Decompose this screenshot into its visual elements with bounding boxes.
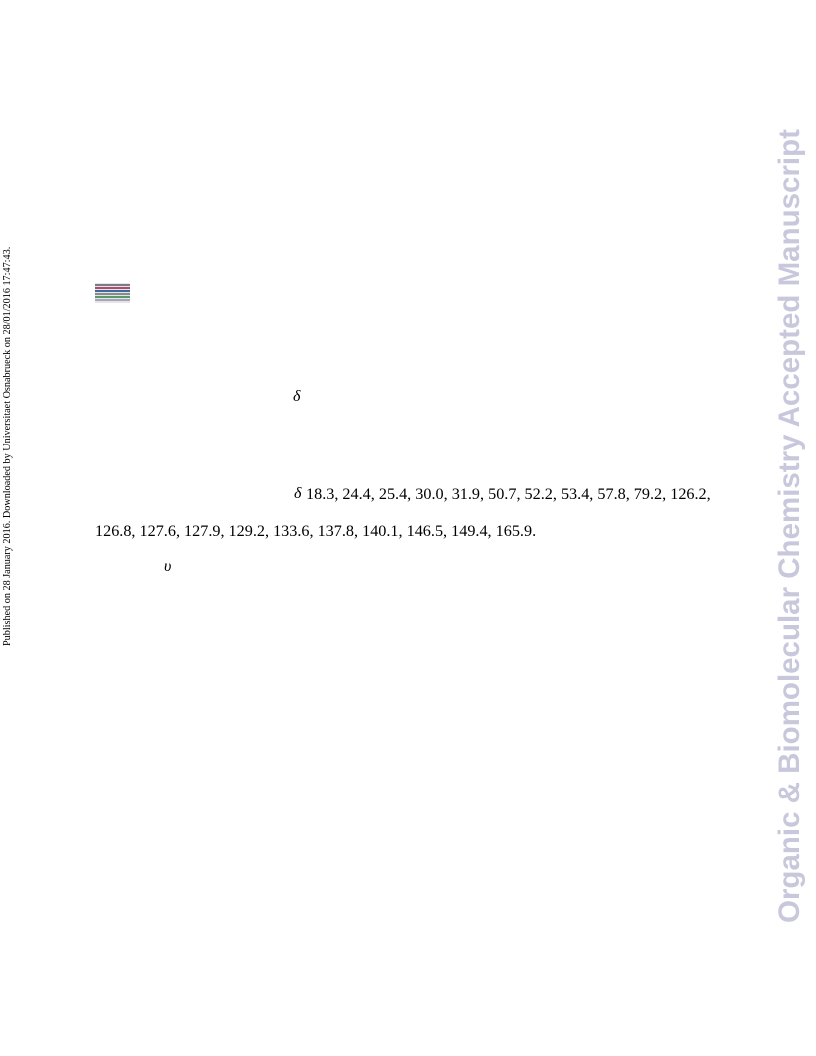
journal-watermark: Organic & Biomolecular Chemistry Accepte… — [773, 129, 806, 923]
c-nmr-shifts-line-2: 126.8, 127.6, 127.9, 129.2, 133.6, 137.8… — [95, 522, 537, 540]
delta-symbol-c-nmr: δ — [294, 485, 302, 502]
delta-symbol-h-nmr: δ — [293, 388, 301, 405]
c-nmr-shifts-line-1: 18.3, 24.4, 25.4, 30.0, 31.9, 50.7, 52.2… — [306, 485, 711, 503]
publication-side-note: Published on 28 January 2016. Downloaded… — [2, 246, 13, 646]
garbled-thumbnail-image — [95, 283, 130, 303]
nu-symbol-ir: υ — [164, 558, 172, 575]
